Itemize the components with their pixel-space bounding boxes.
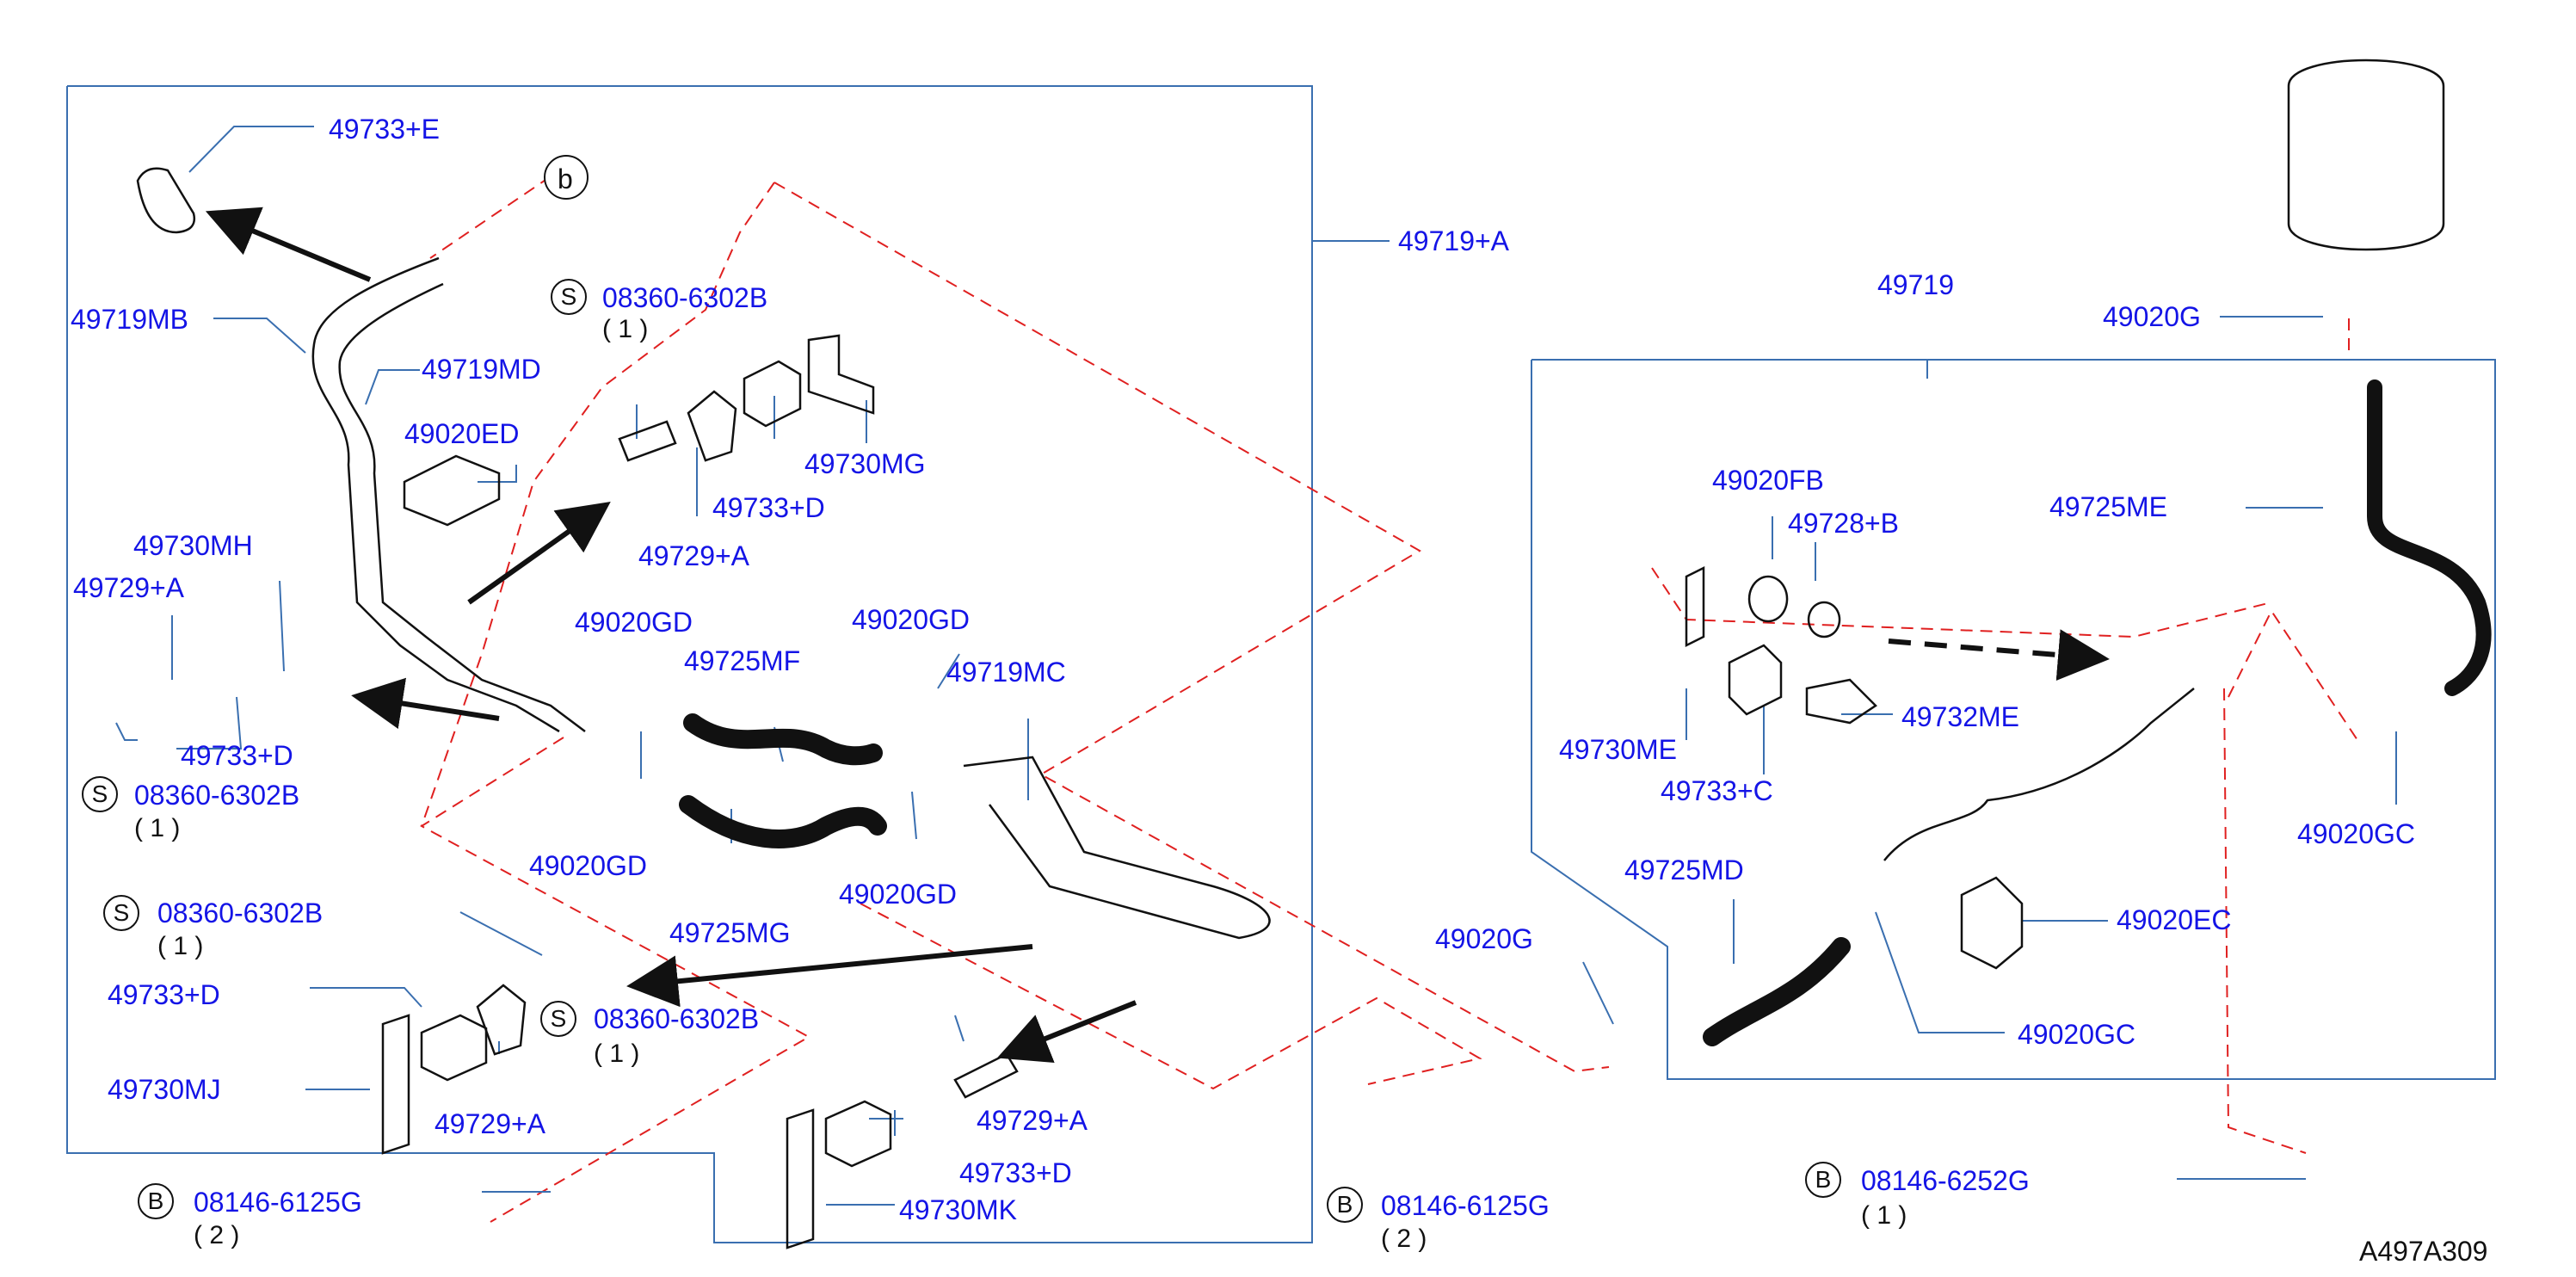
part-49020gc-1: 49020GC bbox=[2297, 818, 2415, 849]
part-49729a-4: 49729+A bbox=[977, 1105, 1088, 1136]
part-49730mj: 49730MJ bbox=[108, 1074, 221, 1105]
bracket-49730me-shape bbox=[1685, 565, 1705, 648]
fastener-s1-badge: S bbox=[551, 279, 587, 315]
part-49730mh: 49730MH bbox=[133, 530, 253, 561]
part-49020gc-2: 49020GC bbox=[2018, 1019, 2135, 1050]
hose-49725mf-shape bbox=[683, 713, 883, 766]
part-49020gd-2: 49020GD bbox=[852, 604, 970, 635]
block-49733c-shape bbox=[1728, 644, 1783, 716]
clamp-49729a-1-shape bbox=[687, 390, 737, 462]
fastener-s4-qty: ( 1 ) bbox=[594, 1039, 640, 1068]
fastener-b2-code: 08146-6125G bbox=[1381, 1190, 1550, 1221]
part-49733d-3: 49733+D bbox=[108, 979, 220, 1010]
fastener-b3-code: 08146-6252G bbox=[1861, 1165, 2030, 1196]
fastener-s1-code: 08360-6302B bbox=[602, 282, 768, 313]
part-sketches bbox=[136, 59, 2492, 1249]
block-49733d-3-shape bbox=[420, 1014, 488, 1082]
ref-marker-b-circle bbox=[544, 155, 589, 200]
frame-49719 bbox=[1531, 359, 2496, 1080]
clip-49020ed-shape bbox=[403, 454, 501, 527]
fastener-b2-qty: ( 2 ) bbox=[1381, 1225, 1427, 1253]
part-49725me: 49725ME bbox=[2049, 491, 2167, 522]
part-49730mk: 49730MK bbox=[899, 1194, 1017, 1225]
part-49733c: 49733+C bbox=[1661, 775, 1773, 806]
fastener-s4-badge: S bbox=[540, 1001, 576, 1037]
part-49719mc: 49719MC bbox=[946, 657, 1066, 688]
grommet-49020fb-shape bbox=[1747, 575, 1789, 623]
bolt-49020g-shape bbox=[953, 1052, 1019, 1099]
grommet-49728b-shape bbox=[1807, 601, 1841, 638]
clip-49020ec-shape bbox=[1960, 876, 2024, 970]
fastener-s1-qty: ( 1 ) bbox=[602, 315, 649, 343]
bracket-49730mj-shape bbox=[381, 1014, 410, 1155]
block-49733d-4-shape bbox=[824, 1100, 892, 1168]
part-49730mg: 49730MG bbox=[804, 448, 926, 479]
leader-lines bbox=[115, 126, 2397, 1206]
fastener-b1-qty: ( 2 ) bbox=[194, 1221, 240, 1249]
part-49020ec: 49020EC bbox=[2117, 904, 2232, 935]
part-49020ed: 49020ED bbox=[404, 418, 520, 449]
block-49733d-1-shape bbox=[743, 360, 802, 428]
part-49733d-1: 49733+D bbox=[712, 492, 825, 523]
part-49719: 49719 bbox=[1877, 269, 1954, 300]
part-49733e: 49733+E bbox=[329, 114, 441, 145]
hose-49725me-shape bbox=[2367, 379, 2492, 696]
part-49733d-4: 49733+D bbox=[959, 1157, 1072, 1188]
hose-49725mg-shape bbox=[679, 795, 887, 848]
fastener-b2-badge: B bbox=[1327, 1187, 1363, 1223]
part-49730me: 49730ME bbox=[1559, 734, 1677, 765]
part-49729a-3: 49729+A bbox=[434, 1108, 546, 1139]
fastener-b3-qty: ( 1 ) bbox=[1861, 1201, 1907, 1230]
fastener-s3-badge: S bbox=[103, 895, 139, 931]
dashed-assembly-lines bbox=[420, 176, 2358, 1223]
fastener-s4-code: 08360-6302B bbox=[594, 1003, 760, 1034]
part-49020gd-3: 49020GD bbox=[529, 850, 647, 881]
part-49020fb: 49020FB bbox=[1712, 465, 1824, 496]
part-49725mg: 49725MG bbox=[669, 917, 791, 948]
clamp-49733e-shape bbox=[136, 167, 196, 234]
part-49729a-1: 49729+A bbox=[638, 540, 750, 571]
part-49729a-2: 49729+A bbox=[73, 572, 185, 603]
frame-49719a bbox=[66, 85, 1313, 1243]
part-49020g-2: 49020G bbox=[1435, 923, 1533, 954]
fastener-s3-qty: ( 1 ) bbox=[157, 932, 204, 960]
part-49719a: 49719+A bbox=[1398, 225, 1510, 256]
clamp-49732me-shape bbox=[1805, 678, 1877, 725]
part-49719mb: 49719MB bbox=[71, 304, 188, 335]
diagram-code: A497A309 bbox=[2359, 1236, 2488, 1267]
part-49020gd-1: 49020GD bbox=[575, 607, 693, 638]
fastener-s3-code: 08360-6302B bbox=[157, 898, 324, 928]
fastener-s2-code: 08360-6302B bbox=[134, 780, 300, 811]
tube-49719mb-shape bbox=[311, 256, 560, 733]
tube-49719md-shape bbox=[338, 282, 586, 732]
reservoir-shape bbox=[2287, 59, 2445, 251]
part-49020g-1: 49020G bbox=[2103, 301, 2201, 332]
part-49725md: 49725MD bbox=[1624, 854, 1744, 885]
ref-marker-b: b bbox=[558, 163, 573, 194]
fastener-s2-qty: ( 1 ) bbox=[134, 814, 181, 842]
clamp-49729a-3-shape bbox=[476, 984, 527, 1056]
bracket-49730mg-shape bbox=[807, 334, 875, 415]
bracket-49730mk-shape bbox=[786, 1108, 815, 1249]
bolt-s1-shape bbox=[618, 420, 677, 462]
tube-49725md-hard-shape bbox=[1883, 688, 2195, 861]
part-49733d-2: 49733+D bbox=[181, 740, 293, 771]
hose-49725md-shape bbox=[1703, 937, 1851, 1046]
fastener-s2-badge: S bbox=[82, 776, 118, 812]
fastener-b3-badge: B bbox=[1805, 1162, 1841, 1198]
fastener-b1-code: 08146-6125G bbox=[194, 1187, 362, 1218]
part-49020gd-4: 49020GD bbox=[839, 879, 957, 910]
fastener-b1-badge: B bbox=[138, 1183, 174, 1219]
part-49725mf: 49725MF bbox=[684, 645, 801, 676]
assembly-arrows bbox=[205, 207, 2110, 1064]
tube-49719mc-shape bbox=[963, 756, 1271, 940]
part-49719md: 49719MD bbox=[422, 354, 541, 385]
part-49728b: 49728+B bbox=[1788, 508, 1900, 539]
part-49732me: 49732ME bbox=[1901, 701, 2019, 732]
